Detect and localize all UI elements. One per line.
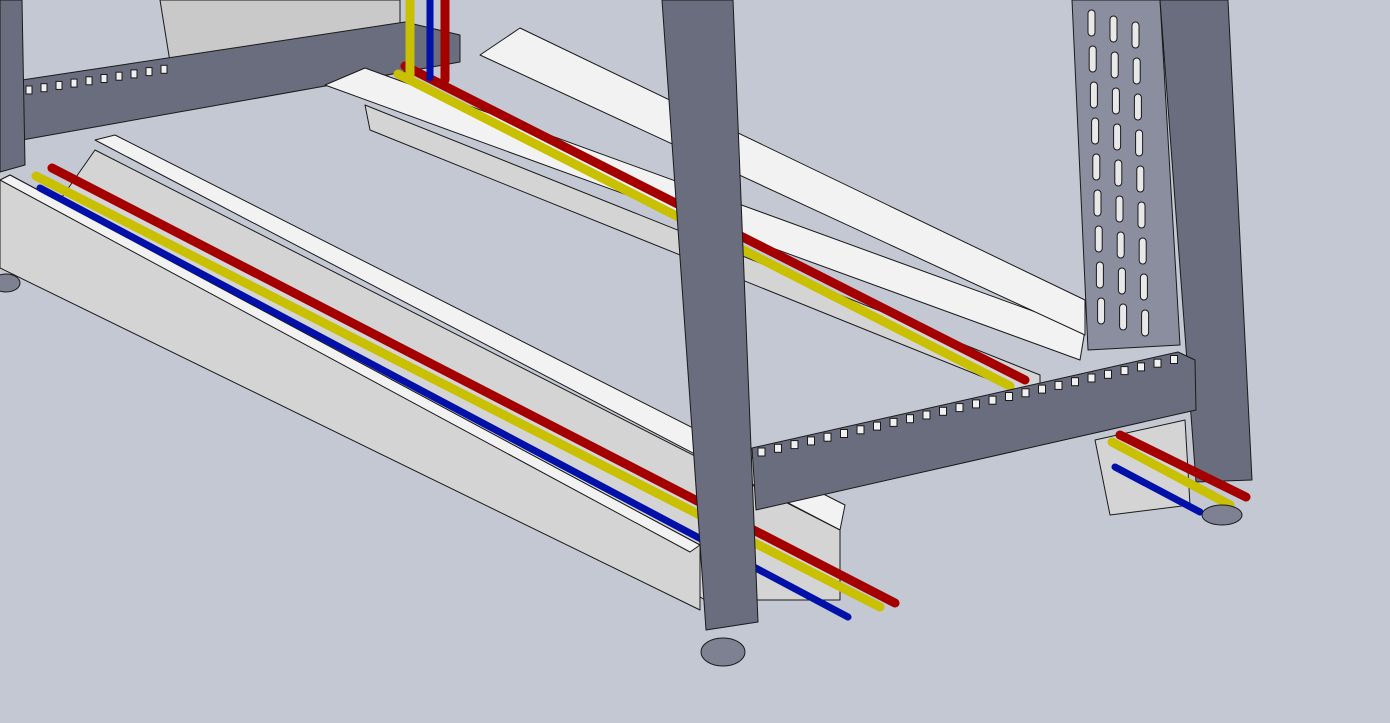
beam-square-hole	[757, 447, 766, 457]
strip-slot	[1089, 81, 1098, 109]
strip-slot	[1095, 261, 1104, 289]
strip-slot	[1094, 225, 1103, 253]
beam-square-hole	[873, 421, 881, 431]
strip-slot	[1110, 51, 1119, 79]
left-foot	[0, 273, 21, 293]
strip-slot	[1114, 159, 1123, 187]
strip-slot	[1093, 189, 1102, 217]
right-foot	[1201, 504, 1243, 526]
beam-square-hole	[1087, 373, 1096, 383]
strip-slot	[1088, 45, 1097, 73]
top-beam-square-hole	[25, 85, 33, 95]
strip-slot	[1139, 273, 1148, 301]
beam-square-hole	[774, 443, 782, 453]
beam-square-hole	[790, 440, 799, 450]
strip-slot	[1136, 165, 1145, 193]
beam-square-hole	[1054, 380, 1063, 390]
beam-square-hole	[906, 414, 914, 424]
beam-square-hole	[1170, 355, 1178, 364]
top-beam-square-hole	[160, 64, 168, 74]
left-back-post	[0, 0, 26, 173]
top-beam-square-hole	[40, 83, 48, 93]
beam-square-hole	[972, 399, 980, 409]
right-cable-yellow	[1107, 437, 1235, 510]
beam-square-hole	[988, 395, 997, 405]
beam-square-hole	[840, 429, 848, 438]
beam-square-hole	[1137, 362, 1145, 372]
front-bottom-beam	[751, 351, 1197, 511]
left-tray-back-wall	[94, 134, 846, 531]
strip-slot	[1115, 195, 1124, 223]
top-beam-square-hole	[70, 78, 78, 88]
strip-slot	[1113, 123, 1122, 151]
strip-slot	[1097, 297, 1106, 325]
right-cable-red	[1115, 430, 1251, 502]
beam-square-hole	[1021, 388, 1030, 398]
right-front-post	[1159, 0, 1253, 483]
top-beam-square-hole	[130, 69, 138, 79]
strip-slot	[1109, 15, 1118, 43]
strip-slot	[1087, 9, 1096, 37]
strip-slot	[1091, 117, 1100, 145]
beam-square-hole	[1038, 384, 1046, 394]
beam-square-hole	[955, 403, 964, 413]
top-beam-square-hole	[100, 74, 108, 83]
beam-square-hole	[889, 417, 898, 427]
beam-square-hole	[1120, 366, 1129, 376]
beam-square-hole	[807, 436, 815, 446]
strip-slot	[1137, 201, 1146, 229]
strip-slot	[1111, 87, 1120, 115]
strip-slot	[1135, 129, 1144, 157]
beam-square-hole	[1104, 369, 1112, 379]
center-front-post	[661, 0, 759, 631]
strip-slot	[1132, 57, 1141, 85]
strip-slot	[1116, 231, 1125, 259]
back-tray-rail	[479, 27, 1086, 336]
top-beam-square-hole	[145, 67, 153, 77]
beam-square-hole	[939, 406, 947, 416]
beam-square-hole	[856, 425, 865, 435]
beam-square-hole	[922, 410, 931, 420]
strip-slot	[1131, 21, 1140, 49]
beam-square-hole	[1005, 392, 1013, 401]
top-beam-square-hole	[115, 71, 123, 81]
strip-slot	[1119, 303, 1128, 331]
strip-slot	[1092, 153, 1101, 181]
strip-slot	[1133, 93, 1142, 121]
strip-slot	[1117, 267, 1126, 295]
beam-square-hole	[1153, 358, 1162, 368]
beam-square-hole	[1071, 377, 1079, 387]
beam-square-hole	[823, 432, 832, 442]
right-cable-blue	[1111, 463, 1204, 516]
center-foot	[700, 637, 746, 667]
top-beam-square-hole	[85, 76, 93, 86]
strip-slot	[1141, 309, 1150, 337]
left-tray-lip	[0, 174, 701, 553]
strip-slot	[1138, 237, 1147, 265]
top-beam-square-hole	[55, 80, 63, 90]
